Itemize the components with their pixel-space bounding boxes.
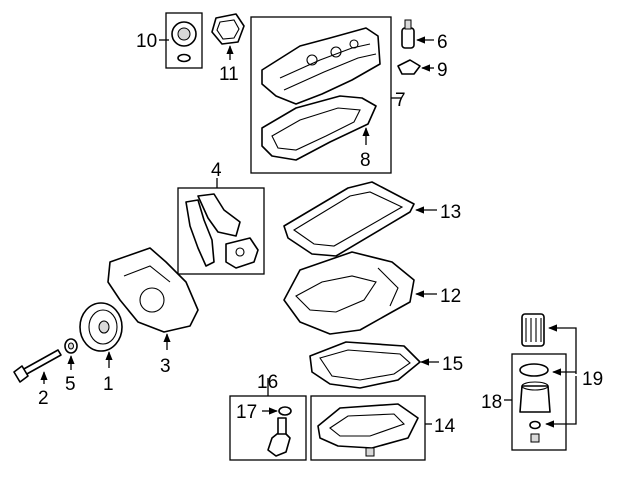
pulley-rim-shape bbox=[88, 309, 118, 345]
callout-3: 3 bbox=[160, 356, 171, 377]
part-10-oil-filler-cap[interactable]: 10 bbox=[136, 12, 203, 69]
part-12-upper-oil-pan[interactable]: 12 bbox=[283, 251, 461, 335]
sensor-probe-shape bbox=[277, 417, 287, 435]
gasket-strip-shape bbox=[185, 199, 215, 267]
sensor-seal-shape bbox=[278, 406, 292, 416]
bolt-head-shape bbox=[13, 365, 29, 383]
callout-13: 13 bbox=[440, 202, 461, 223]
gasket-plate-shape bbox=[197, 193, 241, 237]
seal-inner-shape bbox=[216, 19, 240, 40]
callout-2: 2 bbox=[38, 388, 49, 409]
cap-center-shape bbox=[177, 27, 191, 41]
filter-element-shape bbox=[521, 313, 545, 347]
callout-7: 7 bbox=[395, 90, 406, 111]
valve-cover-shape bbox=[261, 27, 381, 105]
part-17-sensor-seal[interactable]: 17 bbox=[236, 402, 292, 423]
callout-4: 4 bbox=[211, 160, 222, 181]
valve-cover-rib-2 bbox=[283, 53, 377, 91]
housing-cap-top bbox=[521, 381, 549, 391]
part-13-oil-pan-gasket[interactable]: 13 bbox=[283, 181, 461, 257]
part-1-crankshaft-pulley[interactable]: 1 bbox=[79, 302, 123, 395]
timing-cover-seal-bore bbox=[139, 287, 165, 313]
part-19-oil-filter[interactable]: 19 bbox=[521, 313, 603, 428]
housing-drain-plug bbox=[530, 433, 540, 443]
callout-11: 11 bbox=[219, 64, 239, 85]
part-4-gasket-set[interactable]: 4 bbox=[177, 160, 265, 275]
callout-15: 15 bbox=[442, 354, 463, 375]
washer-hole-shape bbox=[68, 342, 74, 350]
housing-small-seal bbox=[529, 420, 541, 430]
callout-1: 1 bbox=[103, 374, 114, 395]
part-7-box bbox=[250, 16, 392, 174]
callout-10: 10 bbox=[136, 31, 157, 52]
gasket-bracket-shape bbox=[225, 237, 259, 269]
upper-pan-rib bbox=[377, 267, 399, 307]
valve-cover-port-1 bbox=[306, 54, 318, 66]
part-14-lower-oil-pan[interactable]: 14 bbox=[310, 395, 456, 461]
housing-oring-shape bbox=[519, 363, 549, 377]
lower-gasket-inner bbox=[319, 349, 411, 381]
leader-19-bottom bbox=[545, 376, 577, 428]
seal-ring-shape bbox=[397, 59, 421, 75]
timing-cover-rib bbox=[123, 265, 171, 283]
part-18-filter-housing[interactable]: 18 bbox=[481, 353, 567, 451]
callout-8: 8 bbox=[360, 150, 371, 171]
part-11-cap-seal[interactable]: 11 bbox=[211, 13, 245, 85]
callout-5: 5 bbox=[65, 374, 76, 395]
valve-cover-rib-1 bbox=[279, 43, 371, 79]
part-5-washer[interactable]: 5 bbox=[64, 338, 78, 395]
part-2-pulley-bolt[interactable]: 2 bbox=[13, 349, 62, 409]
upper-gasket-inner bbox=[292, 191, 404, 247]
part-7-valve-cover-group[interactable]: 7 8 bbox=[250, 16, 406, 174]
valve-cover-port-3 bbox=[349, 39, 359, 49]
callout-14: 14 bbox=[434, 416, 456, 437]
upper-gasket-shape bbox=[283, 181, 415, 257]
callout-6: 6 bbox=[437, 32, 448, 53]
sensor-plug-shape bbox=[404, 19, 412, 30]
timing-cover-shape bbox=[107, 247, 199, 333]
part-14-box bbox=[310, 395, 426, 461]
part-18-box bbox=[511, 353, 567, 451]
bolt-shaft-shape bbox=[21, 349, 62, 376]
valve-cover-port-2 bbox=[330, 46, 342, 58]
callout-9: 9 bbox=[437, 60, 448, 81]
callout-16: 16 bbox=[257, 372, 278, 393]
part-15-lower-pan-gasket[interactable]: 15 bbox=[309, 341, 463, 389]
valve-cover-gasket-shape bbox=[261, 95, 377, 161]
lower-gasket-shape bbox=[309, 341, 421, 389]
upper-pan-baffle bbox=[295, 275, 377, 313]
gasket-bolt-hole bbox=[235, 247, 245, 257]
part-4-box bbox=[177, 187, 265, 275]
sensor-body-shape bbox=[401, 27, 415, 49]
callout-12: 12 bbox=[440, 286, 461, 307]
upper-pan-shape bbox=[283, 251, 415, 335]
lower-pan-shape bbox=[317, 403, 419, 449]
valve-cover-gasket-inner bbox=[271, 107, 361, 151]
cap-seal-shape bbox=[177, 53, 191, 63]
part-9-sensor-seal[interactable]: 9 bbox=[397, 59, 448, 81]
part-6-sensor[interactable]: 6 bbox=[401, 19, 448, 53]
callout-19: 19 bbox=[582, 369, 603, 390]
housing-cap-shape bbox=[519, 385, 551, 413]
drain-plug-shape bbox=[365, 447, 375, 457]
callout-18: 18 bbox=[481, 392, 502, 413]
leader-19-top bbox=[548, 324, 577, 374]
part-16-oil-level-sensor[interactable]: 16 bbox=[229, 372, 307, 461]
part-3-timing-cover[interactable]: 3 bbox=[107, 247, 199, 377]
callout-17: 17 bbox=[236, 402, 257, 423]
pulley-hub-shape bbox=[98, 320, 110, 334]
lower-pan-inner bbox=[329, 413, 406, 437]
